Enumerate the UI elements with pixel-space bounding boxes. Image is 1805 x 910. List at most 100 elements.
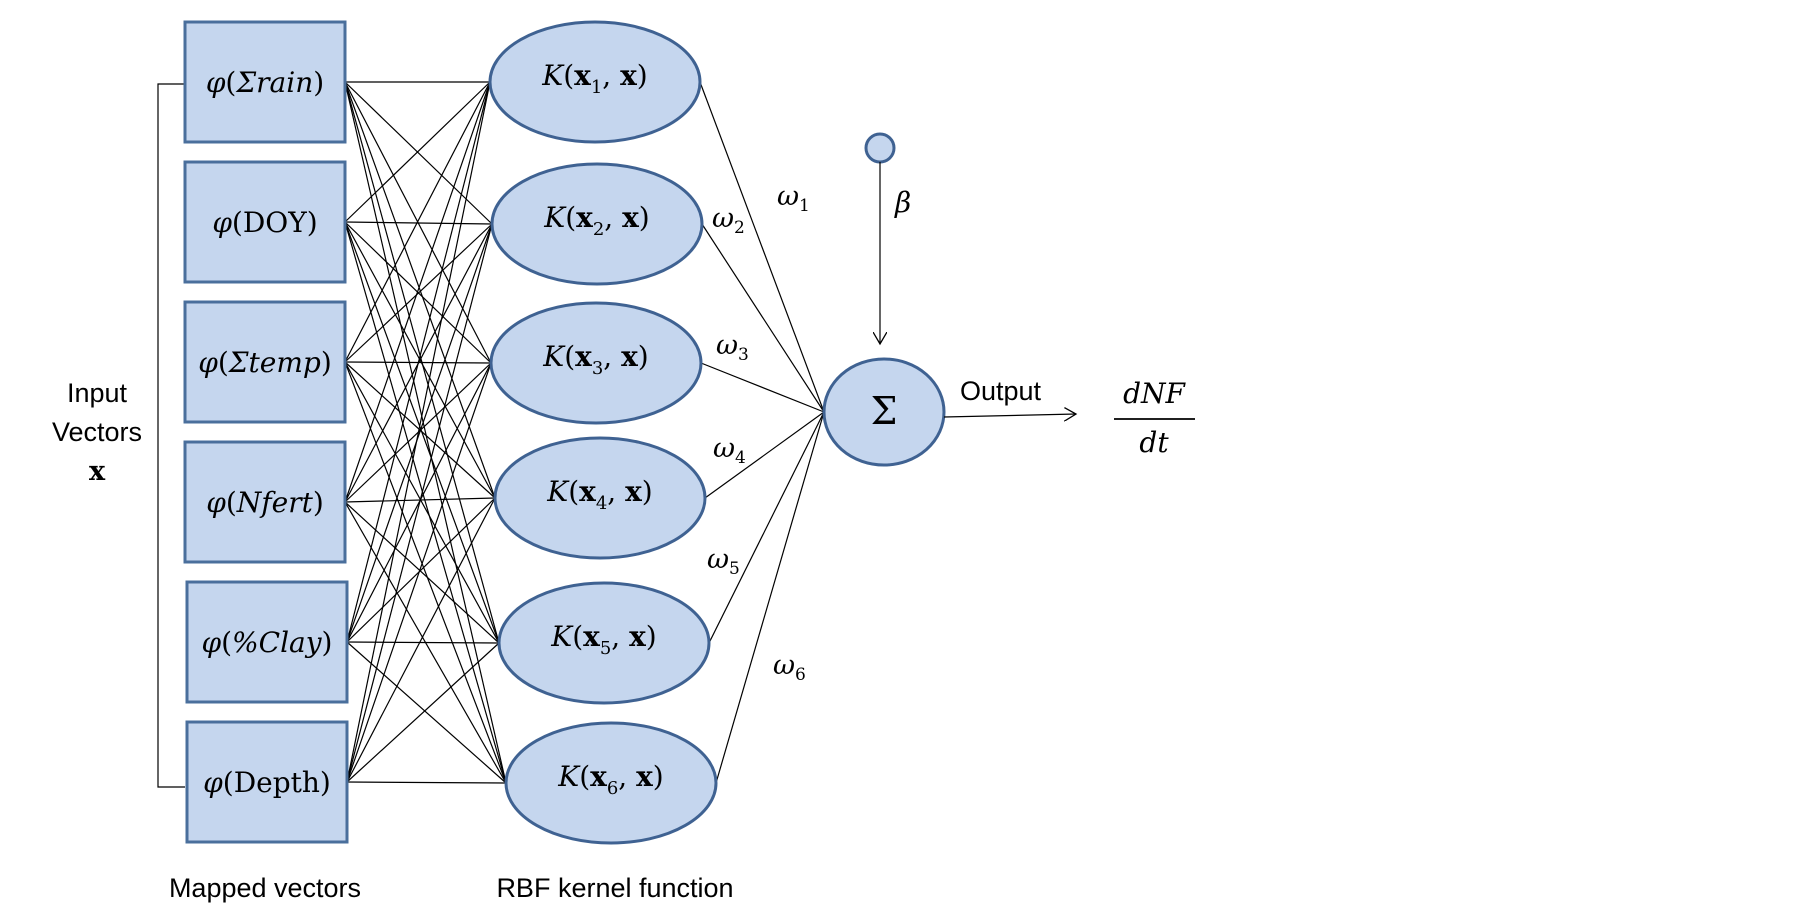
kernel-arg2: x [636,760,653,793]
kernel-node-3: K(x3, x) [489,301,703,425]
weight-line-3 [700,362,825,413]
mapped-node-depth: φ(Depth) [185,720,349,844]
kernel-vec: x [579,475,596,508]
mapped-node-clay: φ(%Clay) [185,580,349,704]
kernel-subscript: 2 [593,219,604,240]
connection-line-2-1 [344,81,491,223]
connection-line-2-3 [344,221,492,364]
mapped-node-rain: φ(Σrain) [183,20,347,144]
sum-symbol: Σ [871,389,898,433]
output-arrow [943,414,1076,417]
svg-text:φ(Σtemp): φ(Σtemp) [198,346,332,379]
mapped-node-nfert: φ(Nfert) [183,440,347,564]
svg-text:φ(%Clay): φ(%Clay) [202,626,333,659]
kernel-vec: x [583,620,600,653]
kernel-subscript: 3 [592,358,603,379]
kernel-arg2: x [620,59,637,92]
weight-line-1 [699,81,825,413]
kernel-node-6: K(x6, x) [504,721,718,845]
kernel-node-4: K(x4, x) [493,436,707,560]
connection-line-5-3 [346,362,492,643]
fraction-numerator: dNF [1123,377,1186,410]
kernel-vec: x [590,760,607,793]
sum-node: Σ [822,357,946,467]
kernel-arg2: x [629,620,646,653]
weight-4: ω4 [713,433,746,468]
input-label-line2: Vectors [52,417,142,447]
kernel-arg2: x [621,340,638,373]
kernel-arg2: x [622,201,639,234]
connection-line-5-4 [346,497,496,643]
kernel-subscript: 6 [607,778,618,799]
mapped-arg-nfert: Nfert [236,486,314,519]
kernel-fn-symbol: K [546,475,570,508]
mapped-node-doy: φ(DOY) [183,160,347,284]
connection-line-2-6 [344,221,507,784]
phi-symbol: φ [206,66,226,99]
connection-line-1-6 [344,81,507,784]
kernel-subscript: 5 [600,638,611,659]
bias-symbol: β [894,186,911,219]
kernel-fn-symbol: K [550,620,574,653]
input-vector-symbol: x [89,456,106,487]
svg-text:K(x4, x): K(x4, x) [546,475,652,514]
connection-line-6-2 [346,223,493,783]
kernel-subscript: 4 [596,493,607,514]
connection-line-5-6 [346,641,507,784]
svg-text:K(x1, x): K(x1, x) [541,59,647,98]
kernel-arg2: x [625,475,642,508]
phi-symbol: φ [206,486,226,519]
connection-line-6-1 [346,81,491,783]
bias-node [864,132,896,164]
kernel-sum-connections [699,81,825,784]
svg-text:φ(Σrain): φ(Σrain) [206,66,324,99]
weight-labels: ω1 ω2 ω3 ω4 ω5 ω6 [707,181,810,685]
connection-line-6-6 [346,781,507,784]
phi-symbol: φ [202,626,222,659]
mapped-arg-rain: Σrain [235,66,313,99]
weight-line-5 [708,411,825,644]
input-bracket [157,83,185,788]
kernel-vec: x [576,201,593,234]
input-label-line1: Input [67,378,128,408]
weight-line-2 [701,223,825,413]
connection-line-4-5 [344,501,500,644]
connection-line-1-2 [344,81,493,225]
connection-line-2-2 [344,221,493,225]
kernel-node-1: K(x1, x) [488,20,702,144]
rbf-kernel-nodes: K(x1, x) K(x2, x) K(x3, x) K(x4, x) K(x5… [488,20,718,845]
svg-text:φ(Depth): φ(Depth) [203,766,331,799]
caption-mapped-vectors: Mapped vectors [169,873,361,903]
weight-line-6 [715,411,825,784]
connection-line-4-1 [344,81,491,503]
kernel-vec: x [574,59,591,92]
mapped-arg-depth: Depth [234,766,320,799]
connection-line-5-5 [346,641,500,644]
weight-line-4 [704,411,825,499]
kernel-fn-symbol: K [543,201,567,234]
input-kernel-connections [344,81,507,784]
kernel-fn-symbol: K [541,59,565,92]
kernel-fn-symbol: K [557,760,581,793]
connection-line-1-4 [344,81,496,499]
output-label: Output [960,376,1042,406]
connection-line-3-5 [344,361,500,644]
connection-line-5-1 [346,81,491,643]
phi-symbol: φ [203,766,223,799]
weight-2: ω2 [712,203,745,238]
phi-symbol: φ [212,206,232,239]
kernel-node-2: K(x2, x) [490,162,704,286]
connection-line-3-2 [344,223,493,363]
weight-1: ω1 [777,181,810,216]
svg-text:φ(Nfert): φ(Nfert) [206,486,324,519]
caption-rbf-kernel: RBF kernel function [496,873,733,903]
weight-5: ω5 [707,544,740,579]
svg-text:K(x5, x): K(x5, x) [550,620,656,659]
kernel-vec: x [575,340,592,373]
weight-3: ω3 [716,330,749,365]
mapped-vector-boxes: φ(Σrain) φ(DOY) φ(Σtemp) φ(Nfert) φ(%Cla… [183,20,349,844]
phi-symbol: φ [198,346,218,379]
connection-line-6-5 [346,642,500,783]
output-fraction: dNF dt [1114,377,1195,459]
connection-line-3-1 [344,81,491,363]
